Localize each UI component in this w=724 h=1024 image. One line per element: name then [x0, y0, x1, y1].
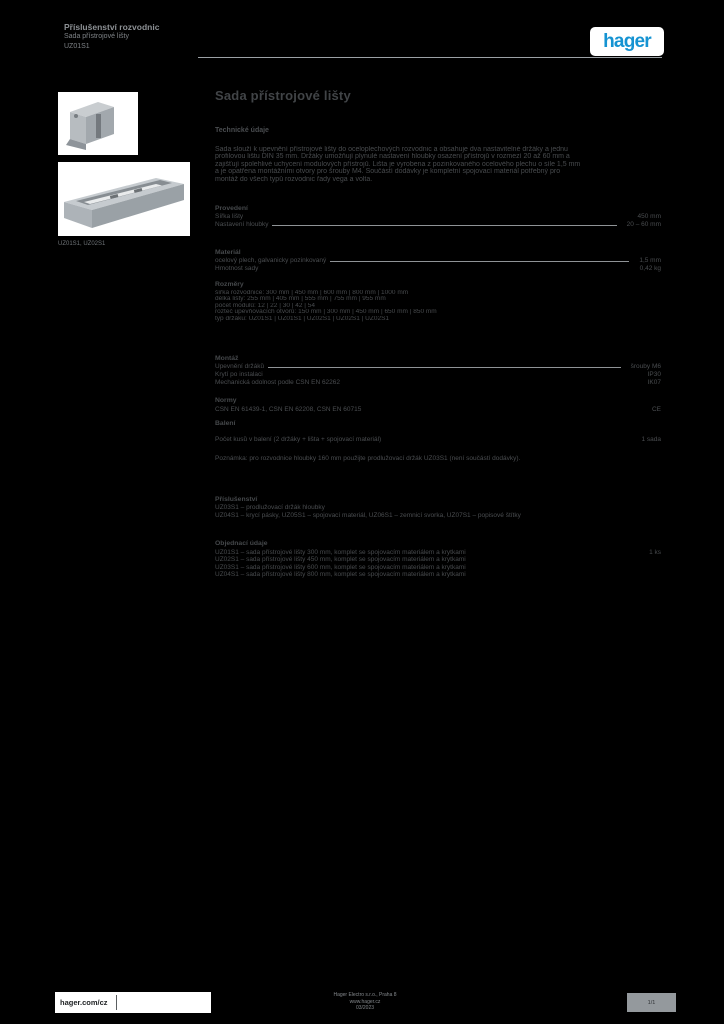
- dimensions-row: délka lišty: 255 mm | 405 mm | 555 mm | …: [215, 296, 386, 303]
- spec-row: Krytí po instalaci IP30: [215, 371, 661, 378]
- dimensions-row: šířka rozvodnice: 300 mm | 450 mm | 600 …: [215, 290, 409, 296]
- spec-value: 450 mm: [637, 213, 661, 220]
- footer-page-box: 1/1: [627, 993, 676, 1012]
- ordering-row: UZ02S1 – sada přístrojové lišty 450 mm, …: [215, 556, 466, 564]
- description-line: Sada slouží k upevnění přístrojové lišty…: [215, 146, 568, 153]
- spec-value: 1,5 mm: [639, 257, 661, 264]
- spec-row: Upevnění držáků šrouby M6: [215, 363, 661, 370]
- spec-label: Počet kusů v balení (2 držáky + lišta + …: [215, 436, 382, 443]
- note-text: Poznámka: pro rozvodnice hloubky 160 mm …: [215, 455, 521, 462]
- footer-company-info: Hager Electro s.r.o., Praha 8 www.hager.…: [297, 992, 433, 1012]
- document-header: Příslušenství rozvodnic Sada přístrojové…: [64, 22, 159, 52]
- image-caption: UZ01S1, UZ02S1: [58, 241, 106, 247]
- spec-row: Šířka lišty 450 mm: [215, 213, 661, 220]
- footer-line: Hager Electro s.r.o., Praha 8: [333, 992, 397, 998]
- spec-value: IK07: [647, 379, 661, 386]
- ordering-value: 1 ks: [649, 549, 661, 556]
- dimensions-table: šířka rozvodnice: 300 mm | 450 mm | 600 …: [215, 290, 661, 322]
- spec-group-heading: Provedení: [215, 205, 661, 212]
- ordering-row: UZ01S1 – sada přístrojové lišty 300 mm, …: [215, 549, 661, 556]
- dimensions-row: typ držáku: UZ01S1 | UZ01S1 | UZ02S1 | U…: [215, 315, 390, 322]
- spec-label: Krytí po instalaci: [215, 371, 263, 378]
- footer-website-link[interactable]: hager.com/cz: [60, 998, 108, 1007]
- heading-label: Objednací údaje: [215, 540, 268, 547]
- product-description: Sada slouží k upevnění přístrojové lišty…: [215, 146, 661, 183]
- heading-label: Příslušenství: [215, 496, 258, 503]
- accessory-row: UZ03S1 – prodlužovací držák hloubky: [215, 504, 661, 511]
- note-row: Poznámka: pro rozvodnice hloubky 160 mm …: [215, 455, 661, 462]
- leader-line: [272, 222, 617, 226]
- spec-group-heading: Objednací údaje: [215, 540, 661, 547]
- accessory-text: UZ04S1 – krycí pásky, UZ05S1 – spojovací…: [215, 512, 521, 519]
- spec-row: Mechanická odolnost podle ČSN EN 62262 I…: [215, 379, 661, 386]
- page-title: Sada přístrojové lišty: [215, 88, 351, 103]
- hager-logo: hager: [590, 27, 664, 56]
- accessory-text: UZ03S1 – prodlužovací držák hloubky: [215, 504, 325, 511]
- header-product-ref: UZ01S1: [64, 43, 90, 50]
- heading-label: Normy: [215, 397, 237, 404]
- footer-line: 03/2023: [355, 1005, 375, 1011]
- spec-row: Hmotnost sady 0,42 kg: [215, 265, 661, 272]
- description-line: zajišťují spolehlivé uchycení modulových…: [215, 160, 581, 168]
- leader-line: [268, 364, 621, 368]
- spec-label: Nastavení hloubky: [215, 221, 269, 228]
- spec-value: CE: [651, 406, 661, 413]
- spec-row: Nastavení hloubky 20 – 60 mm: [215, 221, 661, 228]
- spec-label: Šířka lišty: [215, 213, 244, 220]
- ordering-row: UZ04S1 – sada přístrojové lišty 800 mm, …: [215, 571, 466, 579]
- accessory-row: UZ04S1 – krycí pásky, UZ05S1 – spojovací…: [215, 512, 661, 519]
- spec-group-heading: Příslušenství: [215, 496, 661, 503]
- spec-group-heading: Rozměry: [215, 281, 661, 288]
- heading-label: Rozměry: [215, 281, 244, 288]
- spec-value: IP30: [647, 371, 661, 378]
- spec-label: ČSN EN 61439-1, ČSN EN 62208, ČSN EN 607…: [215, 406, 362, 413]
- spec-label: Mechanická odolnost podle ČSN EN 62262: [215, 379, 341, 386]
- bracket-illustration: [66, 102, 114, 150]
- spec-value: šrouby M6: [630, 363, 661, 370]
- dimensions-row: počet modulů: 12 | 22 | 30 | 42 | 54: [215, 302, 315, 309]
- dimensions-row: rozteč upevňovacích otvorů: 150 mm | 300…: [215, 309, 437, 316]
- heading-label: Provedení: [215, 205, 248, 212]
- description-line: profilovou lištu DIN 35 mm. Držáky umožň…: [215, 153, 570, 161]
- hager-logo-text: hager: [603, 30, 652, 52]
- spec-row: ČSN EN 61439-1, ČSN EN 62208, ČSN EN 607…: [215, 406, 661, 413]
- spec-group-heading: Normy: [215, 397, 661, 404]
- leader-line: [330, 258, 630, 262]
- heading-label: Materiál: [215, 249, 241, 256]
- spec-value: 0,42 kg: [639, 265, 661, 272]
- spec-label: ocelový plech, galvanicky pozinkovaný: [215, 257, 327, 264]
- spec-row: ocelový plech, galvanicky pozinkovaný 1,…: [215, 257, 661, 264]
- footer-box-divider: [115, 995, 117, 1010]
- spec-group-heading: Montáž: [215, 355, 661, 362]
- product-image-rail: [58, 162, 190, 236]
- header-subtitle: Sada přístrojové lišty: [64, 33, 129, 40]
- ordering-label: UZ01S1 – sada přístrojové lišty 300 mm, …: [215, 549, 466, 556]
- product-image-bracket: [58, 92, 138, 155]
- spec-label: Hmotnost sady: [215, 265, 259, 272]
- spec-label: Upevnění držáků: [215, 363, 265, 370]
- spec-value: 20 – 60 mm: [626, 221, 661, 228]
- spec-group-heading: Materiál: [215, 249, 661, 256]
- spec-row: Počet kusů v balení (2 držáky + lišta + …: [215, 436, 661, 443]
- footer-line: www.hager.cz: [349, 998, 381, 1005]
- heading-label: Balení: [215, 420, 236, 427]
- spec-value: 1 sada: [641, 436, 661, 443]
- ordering-table: UZ01S1 – sada přístrojové lišty 300 mm, …: [215, 549, 661, 579]
- section-title-technical-data: Technické údaje: [215, 127, 269, 134]
- rail-illustration: [64, 178, 184, 228]
- header-category: Příslušenství rozvodnic: [64, 22, 160, 32]
- description-line: montáž do všech typů rozvodnic řady vega…: [215, 175, 373, 183]
- ordering-row: UZ03S1 – sada přístrojové lišty 600 mm, …: [215, 563, 466, 571]
- footer-website-box[interactable]: hager.com/cz: [55, 992, 211, 1013]
- header-divider: [198, 57, 662, 58]
- description-line: a je opatřena montážními otvory pro šrou…: [215, 168, 561, 176]
- heading-label: Montáž: [215, 355, 239, 362]
- spec-group-heading: Balení: [215, 420, 661, 427]
- footer-page-number: 1/1: [647, 999, 656, 1006]
